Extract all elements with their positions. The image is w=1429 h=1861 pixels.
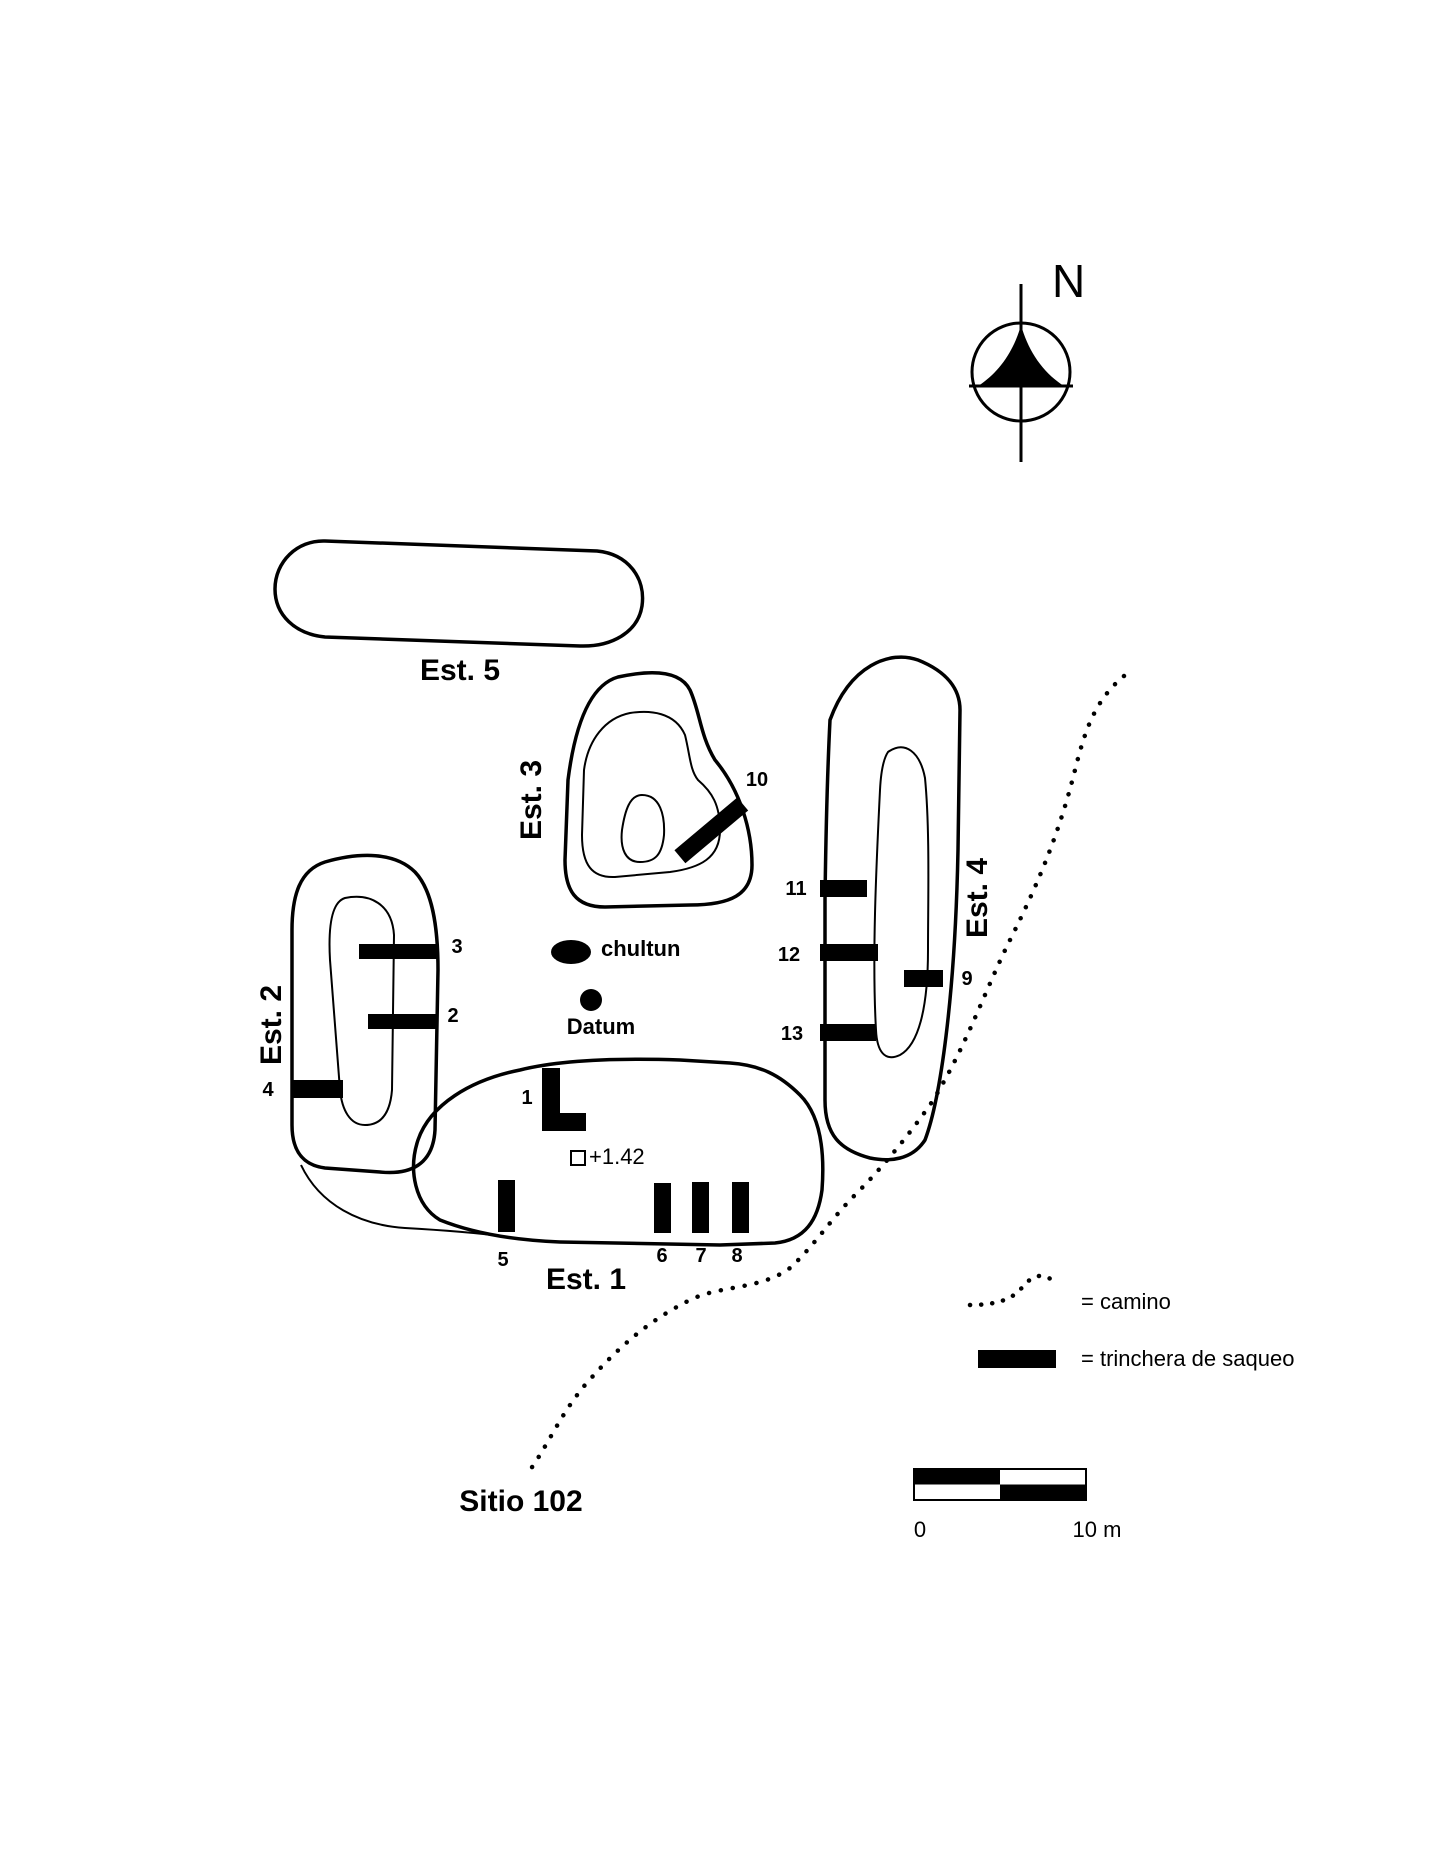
- trench-label-4: 4: [262, 1079, 274, 1101]
- trench-4: [292, 1080, 343, 1098]
- scale-bar: [913, 1468, 1087, 1501]
- trench-13: [820, 1024, 876, 1041]
- scale-bar-start-label: 0: [914, 1517, 926, 1542]
- trench-1: [542, 1068, 586, 1131]
- trench-label-7: 7: [695, 1245, 706, 1267]
- trench-9: [904, 970, 943, 987]
- trench-2: [368, 1014, 438, 1029]
- trench-label-12: 12: [778, 944, 800, 966]
- datum-marker: [580, 989, 602, 1011]
- elevation-marker: [570, 1150, 586, 1166]
- trench-label-5: 5: [497, 1249, 508, 1271]
- legend-camino-symbol: [967, 1273, 1055, 1308]
- trench-label-2: 2: [447, 1005, 458, 1027]
- site-name: Sitio 102: [459, 1485, 582, 1518]
- north-label: N: [1052, 255, 1085, 307]
- trench-label-13: 13: [781, 1023, 803, 1045]
- datum-label: Datum: [567, 1014, 635, 1039]
- trench-6: [654, 1183, 671, 1233]
- looting-trenches: [292, 797, 943, 1233]
- trench-label-3: 3: [451, 936, 462, 958]
- structure-est-1: [300, 1057, 825, 1247]
- elevation-label: +1.42: [589, 1144, 645, 1169]
- chultun-marker: [551, 940, 591, 964]
- legend: = camino = trinchera de saqueo: [967, 1273, 1294, 1371]
- est-2-label: Est. 2: [255, 985, 288, 1065]
- trench-8: [732, 1182, 749, 1233]
- est-1-label: Est. 1: [546, 1263, 626, 1296]
- est-4-label: Est. 4: [961, 858, 994, 938]
- trench-11: [820, 880, 867, 897]
- est-3-label: Est. 3: [515, 760, 548, 840]
- trench-label-10: 10: [746, 769, 768, 791]
- trench-12: [820, 944, 878, 961]
- est-5-label: Est. 5: [420, 654, 500, 687]
- trench-5: [498, 1180, 515, 1232]
- structure-est-5-outline: [273, 539, 645, 648]
- legend-trinchera-symbol: [978, 1350, 1056, 1368]
- trench-label-9: 9: [961, 968, 972, 990]
- structure-est-3: [563, 671, 754, 909]
- trench-label-6: 6: [656, 1245, 667, 1267]
- trench-label-11: 11: [785, 878, 806, 900]
- legend-trinchera-label: = trinchera de saqueo: [1081, 1346, 1294, 1371]
- structure-est-4: [823, 655, 962, 1162]
- trench-label-1: 1: [521, 1087, 532, 1109]
- legend-camino-label: = camino: [1081, 1289, 1171, 1314]
- trench-10: [674, 797, 749, 864]
- trench-3: [359, 944, 438, 959]
- chultun-label: chultun: [601, 936, 680, 961]
- north-arrow-compass-icon: [969, 284, 1073, 462]
- trench-7: [692, 1182, 709, 1233]
- scale-bar-end-label: 10 m: [1073, 1517, 1122, 1542]
- trench-label-8: 8: [731, 1245, 742, 1267]
- structure-est-2: [290, 853, 440, 1175]
